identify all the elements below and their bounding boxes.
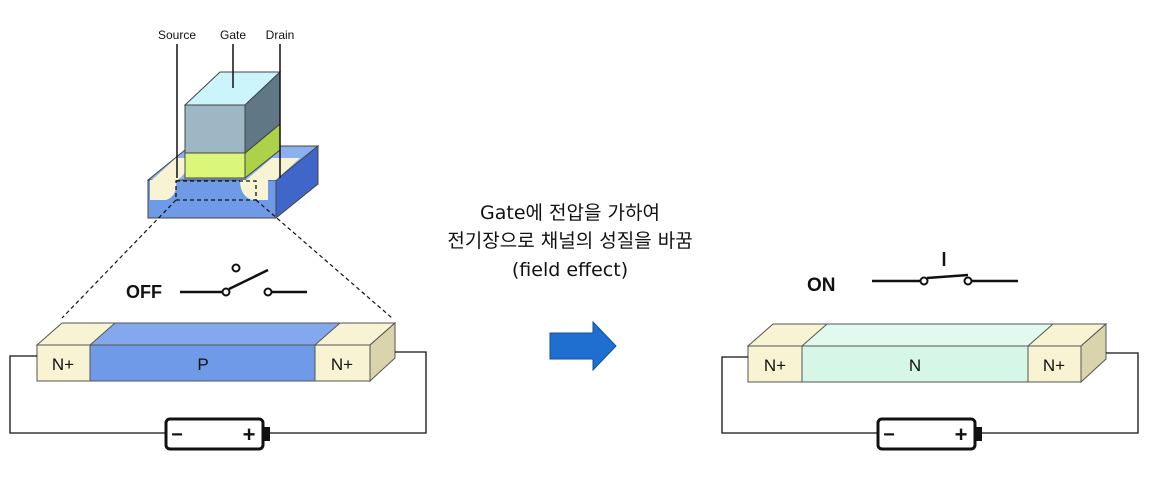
gate-label: Gate	[220, 28, 246, 42]
off-channel	[89, 344, 316, 382]
on-bar-top-channel	[800, 323, 1055, 347]
caption-line-3: (field effect)	[511, 259, 629, 281]
drain-well	[246, 158, 300, 180]
off-wire	[9, 355, 168, 434]
off-bar-top-channel	[88, 322, 342, 346]
on-battery-minus: −	[883, 424, 895, 446]
off-label: OFF	[126, 282, 162, 302]
off-channel-label: P	[197, 355, 208, 374]
off-left-nplus-label: N+	[52, 355, 74, 374]
oxide-front	[184, 152, 246, 179]
off-battery-plus: +	[243, 422, 256, 447]
mosfet-3d: Source Gate Drain	[146, 28, 320, 220]
substrate-side	[275, 144, 319, 220]
off-state: OFF N+ P N+ − +	[9, 263, 427, 451]
off-right-nplus-label: N+	[331, 355, 353, 374]
drain-well-front	[240, 180, 268, 200]
on-channel-label: N	[909, 356, 921, 375]
zoom-line-right	[255, 199, 393, 319]
caption-line-2: 전기장으로 채널의 성질을 바꿈	[447, 230, 693, 252]
off-right-nplus	[314, 344, 371, 382]
on-label: ON	[807, 275, 836, 296]
caption-line-1: Gate에 전압을 가하여	[480, 202, 660, 224]
on-channel	[801, 345, 1029, 383]
on-state: ON N+ N N+ − +	[721, 252, 1139, 451]
on-switch-icon	[872, 252, 1018, 286]
source-well-front	[150, 180, 177, 200]
on-right-nplus-label: N+	[1043, 356, 1065, 375]
source-label: Source	[158, 28, 196, 42]
on-wire-right	[975, 352, 1139, 434]
off-wire-right	[264, 351, 427, 434]
gate-front	[184, 104, 246, 154]
off-switch-icon	[180, 263, 307, 297]
on-battery-icon: − +	[876, 417, 982, 451]
drain-label: Drain	[266, 28, 295, 42]
on-battery-plus: +	[955, 422, 968, 447]
off-battery-minus: −	[171, 424, 183, 446]
on-right-nplus	[1027, 345, 1082, 383]
transition-arrow-icon	[549, 320, 617, 372]
on-left-nplus-label: N+	[764, 356, 786, 375]
on-wire	[721, 356, 878, 434]
off-battery-icon: − +	[164, 417, 270, 451]
zoom-line-left	[61, 199, 177, 319]
